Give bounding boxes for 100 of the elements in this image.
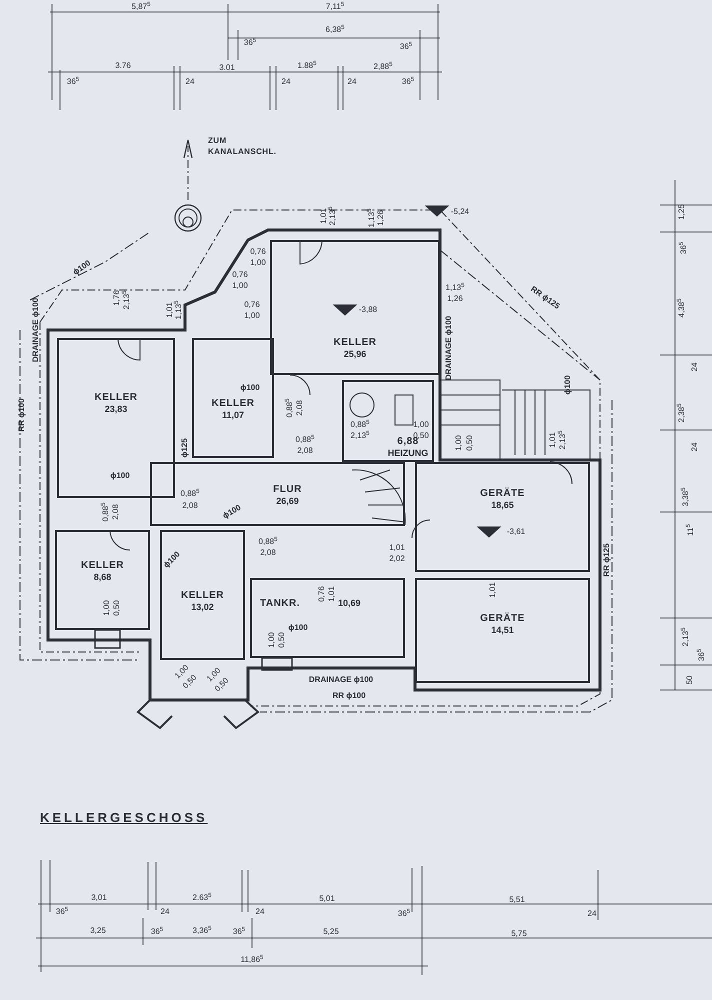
dimension-label: 5,75	[511, 929, 527, 939]
dimension-label: 0,88$^{5}$	[180, 489, 200, 499]
dimension-label: 5,01	[319, 894, 335, 904]
dimension-label: 1,26	[447, 294, 463, 304]
room-area: 14,51	[491, 625, 514, 636]
dimension-label: 1,01	[548, 432, 558, 448]
dimension-label: 0,76	[317, 586, 327, 602]
room-area: 18,65	[491, 500, 514, 511]
dimension-label: 2,08	[111, 504, 121, 520]
dimension-label: 2,02	[389, 554, 405, 564]
dimension-label: 5,51	[509, 895, 525, 905]
room-name: KELLER	[334, 337, 376, 349]
dimension-label: 7,11$^{5}$	[326, 2, 344, 12]
dimension-label: 1,76	[112, 290, 122, 306]
dimension-label: 24	[256, 907, 264, 917]
dimension-label: 1,01	[165, 302, 174, 318]
pipe-label: ϕ125	[180, 438, 190, 458]
room-area: 8,68	[94, 572, 112, 583]
dimension-label: 24	[690, 442, 700, 452]
dimension-label: 3,25	[90, 926, 106, 936]
room-area: HEIZUNG	[388, 448, 428, 459]
dimension-label: 1,00	[250, 258, 266, 268]
dimension-label: 1,00	[267, 632, 277, 648]
dimension-label: 2,08	[295, 400, 305, 416]
room-area: 13,02	[191, 602, 214, 613]
room-area: 23,83	[104, 404, 128, 415]
room	[270, 240, 440, 375]
room	[55, 530, 150, 630]
room	[57, 338, 175, 498]
dimension-label: 36$^{5}$	[244, 38, 256, 48]
pipe-label: DRAINAGE ϕ100	[31, 298, 41, 362]
dimension-label: 1.88$^{5}$	[298, 61, 316, 71]
dimension-label: 5,25	[323, 927, 339, 937]
dimension-label: 36$^{5}$	[66, 77, 80, 87]
dimension-label: 11,86$^{5}$	[240, 955, 264, 965]
dimension-label: 0,88$^{5}$	[296, 435, 314, 445]
dimension-label: 5,87$^{5}$	[132, 2, 150, 12]
room-name: KELLER	[94, 392, 138, 404]
dimension-label: 1,00	[454, 435, 464, 451]
dimension-label: 36$^{5}$	[232, 927, 246, 937]
pipe-label: ϕ100	[288, 623, 308, 633]
dimension-label: 3.76	[115, 61, 131, 71]
room-name: KELLER	[81, 560, 124, 572]
dimension-label: 1,00	[413, 420, 429, 430]
dimension-label: 24	[160, 907, 170, 917]
dimension-label: 2,08	[182, 501, 198, 511]
room-area: 26,69	[276, 496, 299, 507]
room-name: GERÄTE	[480, 488, 525, 500]
dimension-label: 2,08	[297, 446, 313, 456]
dimension-label: 1,13$^{5}$	[446, 283, 464, 293]
room	[415, 578, 590, 683]
dimension-label: 1,00	[244, 311, 260, 321]
dimension-label: 1,25	[677, 204, 687, 220]
dimension-label: 1,01	[327, 586, 337, 602]
room-name: FLUR	[273, 484, 302, 496]
level-label: -3,61	[506, 527, 526, 537]
room-area: 25,96	[344, 349, 366, 360]
dimension-label: 0,50	[465, 435, 475, 451]
pipe-label: RR ϕ100	[332, 691, 366, 701]
dimension-label: 50	[685, 676, 695, 684]
dimension-label: 0,76	[250, 247, 266, 257]
dimension-label: 3,36$^{5}$	[192, 926, 212, 936]
dimension-label: 24	[690, 362, 700, 372]
dimension-label: 1,01	[488, 582, 498, 598]
dimension-label: 6,38$^{5}$	[326, 25, 344, 35]
dimension-label: 36$^{5}$	[150, 927, 164, 937]
dimension-label: 0,88$^{5}$	[350, 420, 370, 430]
dimension-label: 0,76	[232, 270, 248, 280]
room-name: KELLER	[212, 398, 254, 410]
room-name: TANKR.	[260, 598, 300, 610]
dimension-label: 2,88$^{5}$	[374, 62, 392, 72]
dimension-label: 3,01	[91, 893, 107, 903]
pipe-label: DRAINAGE ϕ100	[308, 675, 374, 685]
level-label: -3,88	[358, 305, 378, 315]
dimension-label: 36$^{5}$	[398, 909, 410, 919]
dimension-label: 0,50	[112, 600, 122, 616]
dimension-label: 24	[588, 909, 596, 919]
pipe-label: DRAINAGE ϕ100	[444, 316, 454, 380]
dimension-label: 36$^{5}$	[400, 42, 412, 52]
dimension-label: 24	[348, 77, 356, 87]
room	[150, 462, 405, 526]
dimension-label: 0,88$^{5}$	[258, 537, 278, 547]
room	[250, 578, 405, 658]
room	[192, 338, 274, 458]
dimension-label: 2.63$^{5}$	[192, 893, 212, 903]
dimension-label: 0,50	[277, 632, 287, 648]
pipe-label: ϕ100	[240, 383, 260, 393]
pipe-label: ϕ100	[110, 471, 130, 481]
plan-title: KELLERGESCHOSS	[40, 809, 208, 827]
room-name: KELLER	[181, 590, 224, 602]
dimension-label: 1,01	[389, 543, 405, 553]
room	[160, 530, 245, 660]
dimension-label: 1,00	[232, 281, 248, 291]
dimension-label: 36$^{5}$	[402, 77, 414, 87]
dimension-label: 1,26	[376, 210, 386, 226]
dimension-label: 0,76	[244, 300, 260, 310]
level-label: -5,24	[450, 207, 470, 217]
dimension-label: 3.01	[219, 63, 235, 73]
room	[342, 380, 434, 462]
room	[415, 462, 590, 572]
